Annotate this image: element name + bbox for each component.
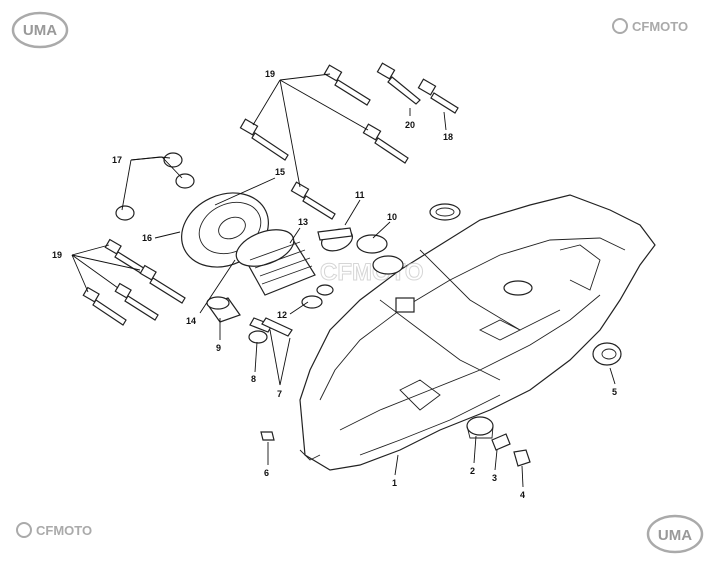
cfmoto-logo-bottom-left: CFMOTO [16,522,92,538]
callout-4: 4 [520,490,525,500]
seal-5 [592,342,622,366]
bolt-20 [376,62,421,105]
callout-14: 14 [186,316,196,326]
callout-2: 2 [470,466,475,476]
svg-text:UMA: UMA [658,527,692,544]
svg-text:CFMOTO: CFMOTO [36,523,92,538]
callout-3: 3 [492,473,497,483]
nut-17-b [175,173,195,189]
nut-17-a [163,152,183,168]
callout-9: 9 [216,343,221,353]
callout-17: 17 [112,155,122,165]
o-ring-10 [356,234,404,275]
bolt-19-left-2 [139,264,186,304]
washer-3 [491,433,511,451]
callout-15: 15 [275,167,285,177]
callout-12: 12 [277,310,287,320]
callout-13: 13 [298,217,308,227]
plug-9 [206,296,241,323]
callout-19-top: 19 [265,69,275,79]
bolt-19-left-3 [114,282,159,321]
bolt-19-top-4 [290,181,336,220]
callout-1: 1 [392,478,397,488]
clip-6 [260,431,275,441]
svg-text:UMA: UMA [23,22,57,39]
callout-8: 8 [251,374,256,384]
callout-11: 11 [355,190,365,200]
callout-16: 16 [142,233,152,243]
plug-11 [317,227,354,252]
bolt-18 [417,78,459,114]
callout-10: 10 [387,212,397,222]
uma-logo-bottom-right: UMA [646,514,704,554]
cfmoto-logo-top-right: CFMOTO [612,18,688,34]
dowel-8 [248,317,273,344]
callout-18: 18 [443,132,453,142]
callout-labels: 19 20 18 17 15 11 13 10 16 19 14 12 9 8 … [52,69,617,500]
dowel-7 [261,317,293,337]
crankcase-cover [299,194,656,471]
svg-text:CFMOTO: CFMOTO [632,19,688,34]
callout-5: 5 [612,387,617,397]
callout-6: 6 [264,468,269,478]
bushing-2 [466,416,494,439]
callout-7: 7 [277,389,282,399]
callout-19-left: 19 [52,250,62,260]
callout-20: 20 [405,120,415,130]
washer-12 [301,284,334,309]
bolt-19-top-3 [362,123,409,164]
bolt-19-top-1 [323,64,371,106]
oil-filter-13 [235,229,316,296]
nut-17-c [115,205,135,221]
uma-logo-top-left: UMA [11,11,69,49]
leader-lines [71,73,616,488]
bolt-19-top-2 [239,118,289,161]
cfmoto-watermark: CFMOTO [320,259,424,286]
bolt-4 [513,449,531,467]
